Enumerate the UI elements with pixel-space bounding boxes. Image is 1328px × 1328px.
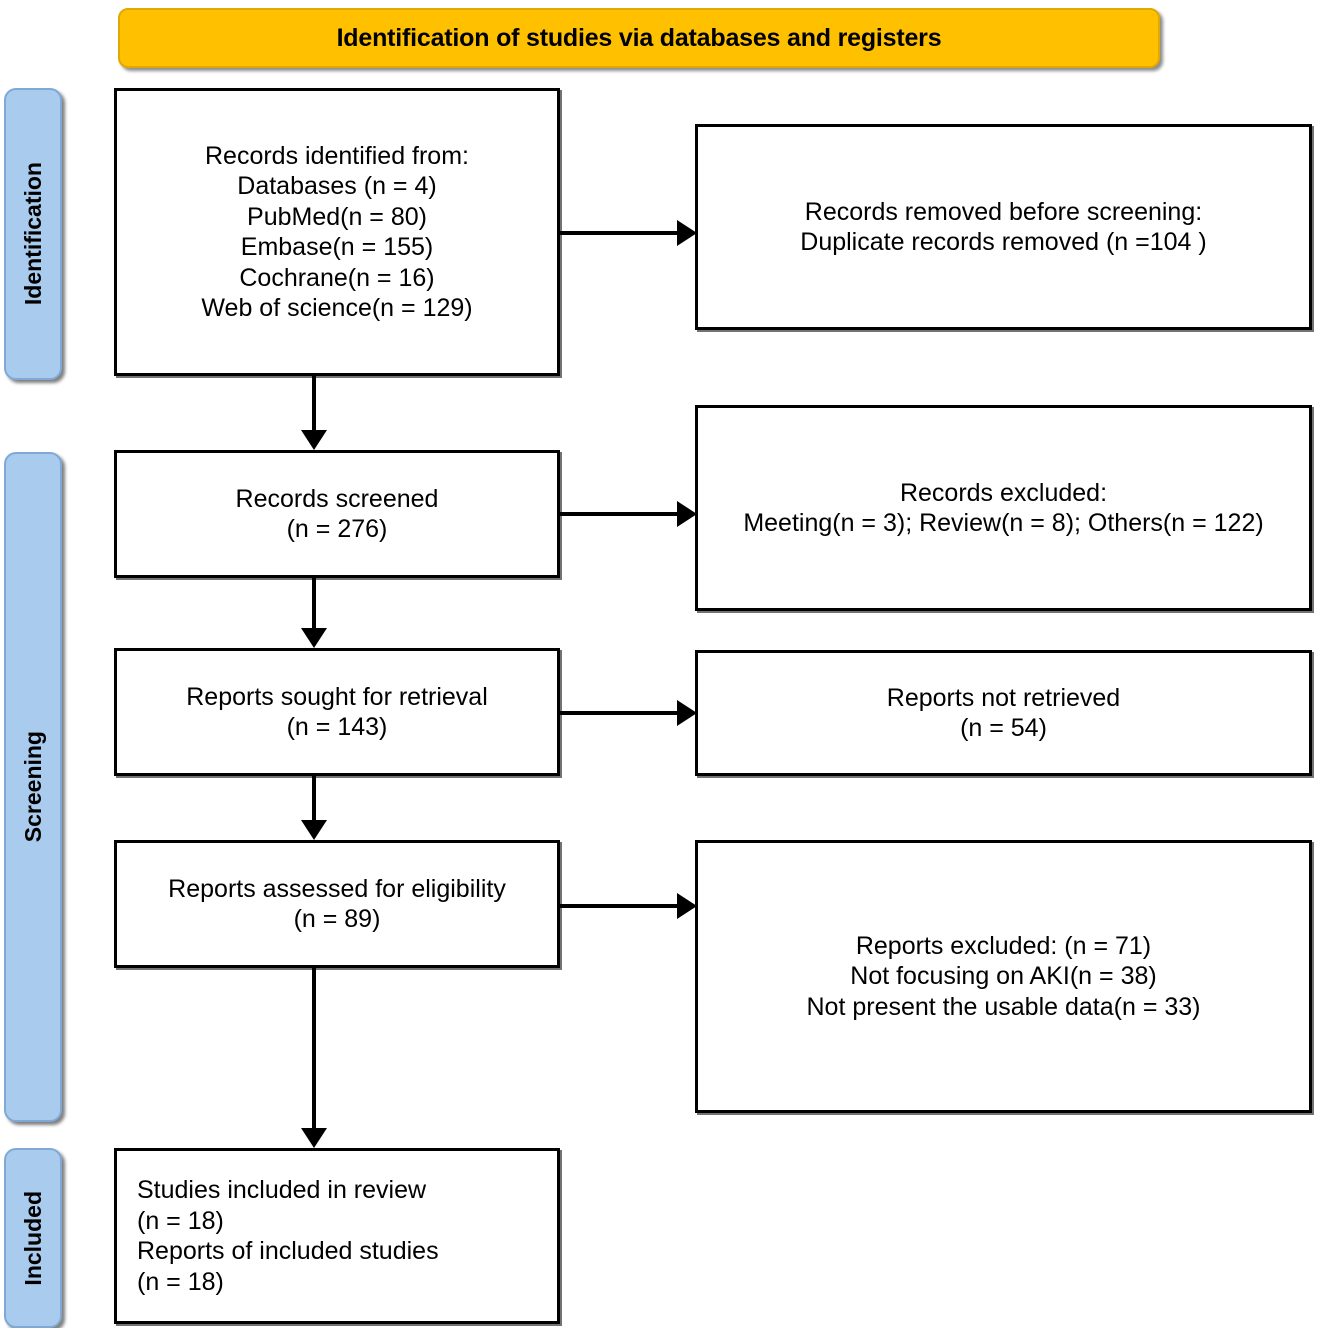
arrow-sought-to-not-retrieved [560, 693, 697, 733]
flow-box-text: Records identified from: Databases (n = … [201, 141, 473, 323]
arrow-shaft [560, 904, 680, 908]
header-banner: Identification of studies via databases … [118, 8, 1160, 68]
arrow-head-right-icon [677, 220, 697, 246]
arrow-head-right-icon [677, 700, 697, 726]
arrow-shaft [312, 776, 316, 822]
arrow-shaft [560, 512, 680, 516]
arrow-identified-to-screened [294, 376, 334, 450]
flow-box-records-identified: Records identified from: Databases (n = … [114, 88, 560, 376]
phase-label-identification: Identification [19, 162, 46, 306]
phase-bar-included: Included [4, 1148, 62, 1328]
arrow-shaft [560, 711, 680, 715]
flow-box-text: Reports excluded: (n = 71) Not focusing … [806, 931, 1201, 1021]
arrow-head-down-icon [301, 820, 327, 840]
flow-box-text: Studies included in review (n = 18) Repo… [137, 1176, 439, 1296]
flow-box-text: Reports assessed for eligibility (n = 89… [168, 874, 506, 934]
flow-box-records-excluded: Records excluded: Meeting(n = 3); Review… [695, 405, 1312, 611]
flow-box-reports-sought: Reports sought for retrieval (n = 143) [114, 648, 560, 776]
phase-bar-screening: Screening [4, 452, 62, 1122]
arrow-shaft [312, 578, 316, 630]
arrow-head-down-icon [301, 628, 327, 648]
phase-label-screening: Screening [19, 731, 46, 843]
arrow-identified-to-removed [560, 213, 697, 253]
arrow-head-down-icon [301, 1128, 327, 1148]
flow-box-reports-assessed: Reports assessed for eligibility (n = 89… [114, 840, 560, 968]
phase-bar-identification: Identification [4, 88, 62, 380]
flow-box-records-screened: Records screened (n = 276) [114, 450, 560, 578]
phase-label-included: Included [19, 1190, 46, 1286]
flow-box-text: Records excluded: Meeting(n = 3); Review… [743, 478, 1264, 538]
flow-box-text: Reports sought for retrieval (n = 143) [186, 682, 488, 742]
arrow-head-right-icon [677, 501, 697, 527]
flow-box-reports-excluded: Reports excluded: (n = 71) Not focusing … [695, 840, 1312, 1113]
flow-box-text: Records screened (n = 276) [235, 484, 439, 544]
flow-box-text: Reports not retrieved (n = 54) [886, 683, 1121, 743]
flow-box-studies-included: Studies included in review (n = 18) Repo… [114, 1148, 560, 1324]
arrow-sought-to-assessed [294, 776, 334, 840]
arrow-screened-to-excluded [560, 494, 697, 534]
arrow-head-right-icon [677, 893, 697, 919]
flow-box-reports-not-retrieved: Reports not retrieved (n = 54) [695, 650, 1312, 776]
arrow-shaft [312, 968, 316, 1130]
arrow-shaft [312, 376, 316, 432]
arrow-screened-to-sought [294, 578, 334, 648]
arrow-assessed-to-excluded-reports [560, 886, 697, 926]
arrow-shaft [560, 231, 680, 235]
arrow-assessed-to-included [294, 968, 334, 1148]
flow-box-text: Records removed before screening: Duplic… [800, 197, 1207, 257]
arrow-head-down-icon [301, 430, 327, 450]
page-title: Identification of studies via databases … [336, 23, 942, 52]
flow-box-records-removed: Records removed before screening: Duplic… [695, 124, 1312, 330]
